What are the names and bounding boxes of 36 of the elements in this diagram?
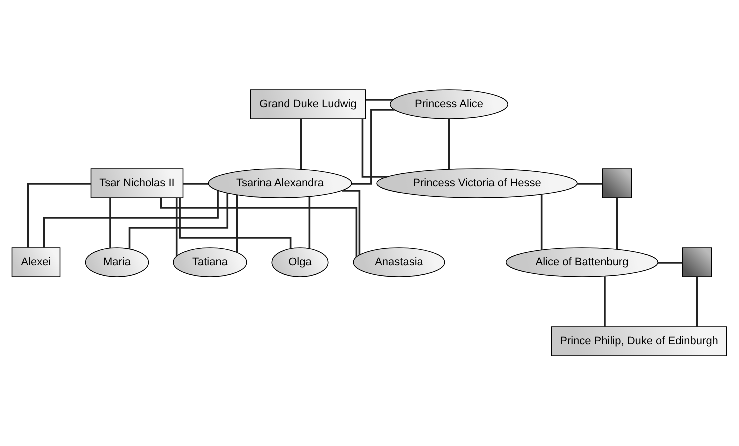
connector — [616, 198, 618, 250]
node-box: Alexei — [12, 248, 61, 278]
connector — [352, 109, 395, 185]
node-ellipse: Alice of Battenburg — [506, 248, 659, 278]
connector — [578, 183, 603, 185]
node-ellipse: Princess Victoria of Hesse — [376, 168, 578, 198]
node-box — [602, 168, 632, 198]
node-ellipse: Princess Alice — [390, 90, 509, 120]
connector — [308, 196, 311, 249]
connector — [362, 119, 388, 178]
node-ellipse: Tsarina Alexandra — [208, 168, 352, 198]
node-ellipse: Maria — [85, 248, 150, 278]
connector — [160, 198, 358, 258]
node-box: Grand Duke Ludwig — [250, 90, 366, 120]
node-ellipse: Anastasia — [353, 248, 446, 278]
connector — [658, 262, 683, 264]
node-box: Tsar Nicholas II — [90, 168, 184, 198]
node-ellipse: Tatiana — [173, 248, 248, 278]
connector — [43, 190, 219, 248]
connector — [27, 183, 92, 248]
connector — [236, 195, 238, 252]
connector — [696, 277, 698, 327]
connector — [540, 194, 543, 250]
connector — [179, 198, 292, 249]
connector — [110, 198, 112, 248]
connector — [176, 198, 178, 256]
connector — [366, 99, 394, 101]
node-box: Prince Philip, Duke of Edinburgh — [551, 326, 728, 356]
connector — [128, 193, 229, 249]
node-ellipse: Olga — [272, 248, 329, 278]
connector — [604, 276, 606, 327]
connector — [448, 119, 450, 170]
connector — [300, 119, 302, 170]
connector — [342, 190, 361, 256]
connector — [183, 183, 208, 185]
node-box — [682, 248, 712, 278]
